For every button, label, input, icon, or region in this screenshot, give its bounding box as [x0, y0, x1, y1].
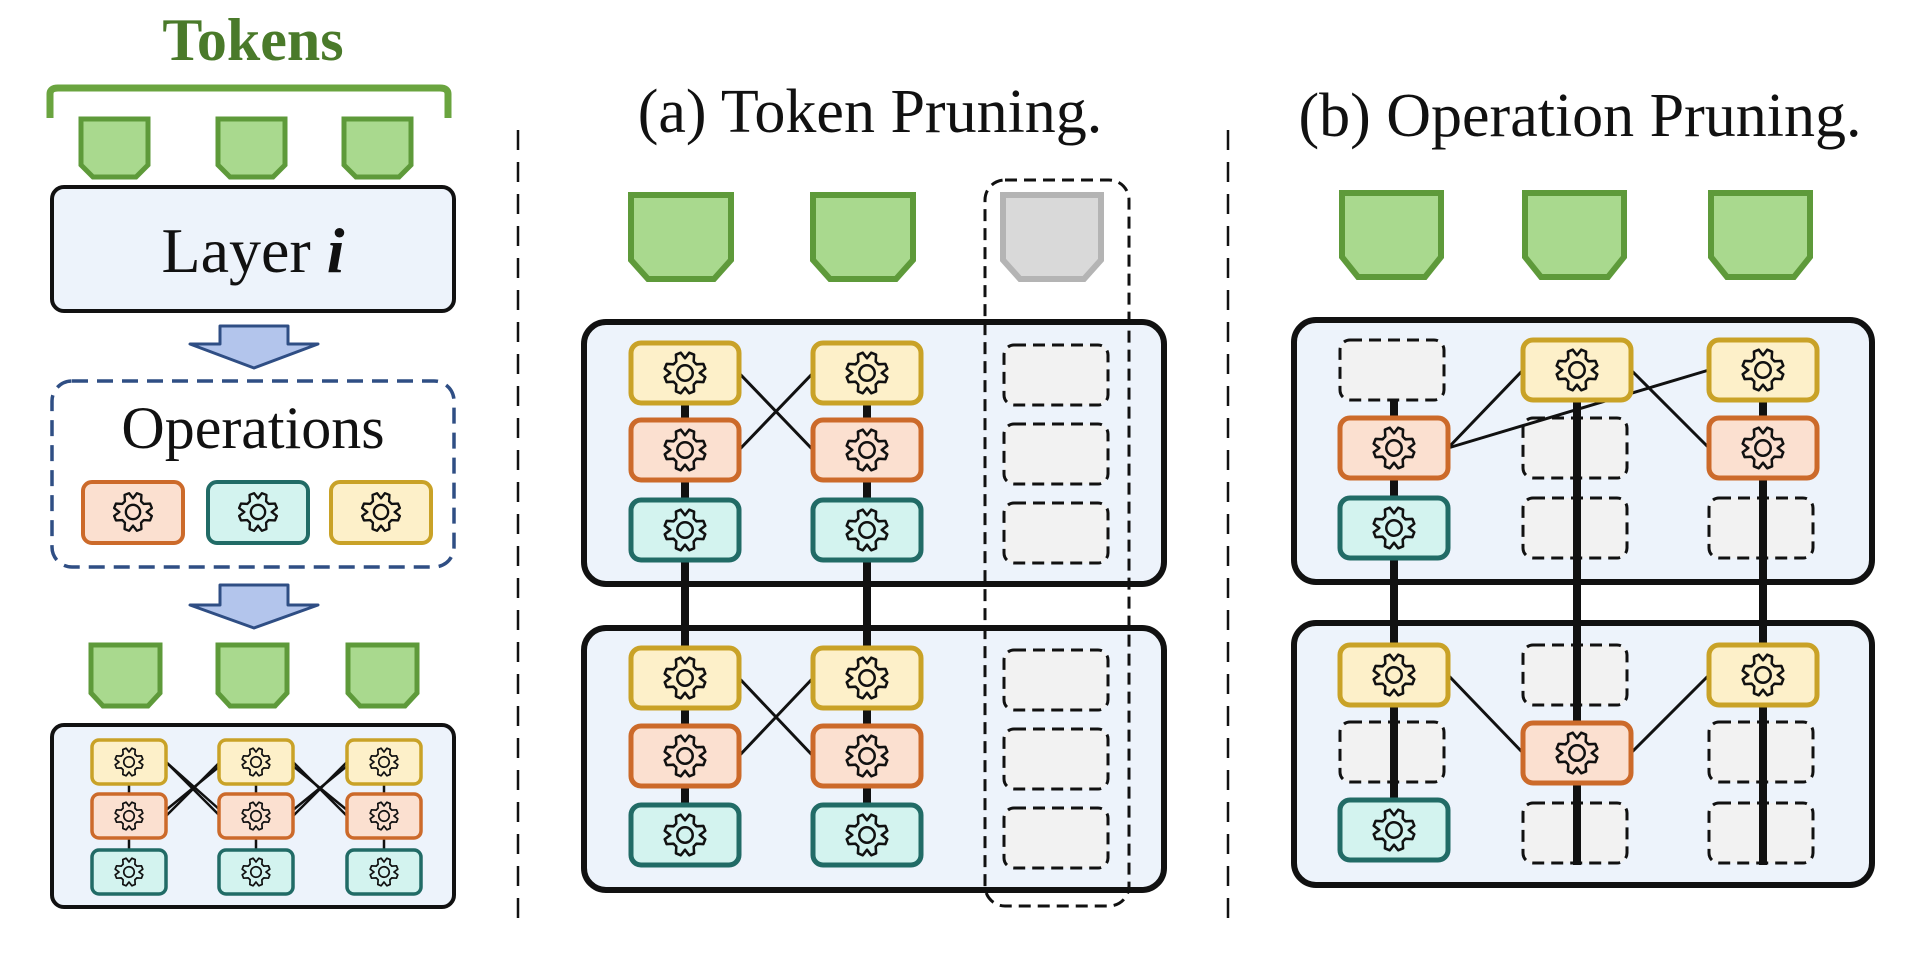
operation-yellow: [1337, 642, 1451, 708]
token: [1339, 190, 1444, 280]
operation-orange: [1520, 720, 1634, 786]
operation-orange: [1337, 415, 1451, 481]
tokens-label: Tokens: [162, 7, 343, 73]
operation-orange: [217, 792, 295, 840]
operation-yellow: [810, 340, 924, 406]
layer-box: [50, 185, 456, 313]
down-arrow-icon: [188, 583, 320, 630]
operation-pruning-panel: (b) Operation Pruning.: [1291, 82, 1875, 888]
operation-teal: [1337, 495, 1451, 561]
operation-yellow: [90, 738, 168, 786]
operation-yellow: [1706, 337, 1820, 403]
operation-yellow: [1706, 642, 1820, 708]
operation-yellow: [810, 645, 924, 711]
operation-teal: [90, 848, 168, 896]
operation-teal: [345, 848, 423, 896]
input-token: [78, 116, 151, 180]
operation-teal: [628, 497, 742, 563]
pruned-operation-slots: [1002, 343, 1110, 870]
operation-orange: [628, 723, 742, 789]
operation-yellow: [345, 738, 423, 786]
panel-a-title: (a) Token Pruning.: [638, 78, 1103, 146]
token: [810, 192, 916, 282]
panel-b-title: (b) Operation Pruning.: [1298, 82, 1861, 150]
operation-yellow: [628, 645, 742, 711]
operation-teal: [206, 480, 310, 545]
overview-output-tokens: [88, 642, 420, 709]
layer-label-text: Layer: [162, 215, 311, 286]
token: [215, 642, 290, 709]
token: [1522, 190, 1627, 280]
operation-teal: [1337, 797, 1451, 863]
panel-b-operations: [1337, 337, 1820, 863]
pruned-token: [1000, 192, 1104, 282]
token: [628, 192, 734, 282]
operation-yellow: [217, 738, 295, 786]
overview-operations: [90, 738, 423, 896]
input-token: [341, 116, 414, 180]
input-token: [215, 116, 288, 180]
operations-label: Operations: [121, 395, 384, 461]
operation-orange: [1706, 415, 1820, 481]
token-pruning-panel: (a) Token Pruning.: [581, 78, 1167, 908]
operation-orange: [810, 417, 924, 483]
overview-input-tokens: [78, 116, 414, 180]
panel-a-operations: [628, 340, 924, 868]
operation-orange: [345, 792, 423, 840]
operations-legend: [81, 480, 433, 545]
operation-teal: [810, 802, 924, 868]
operation-orange: [810, 723, 924, 789]
token: [1708, 190, 1813, 280]
operation-teal: [628, 802, 742, 868]
pruned-token-region: [983, 178, 1131, 908]
token: [88, 642, 163, 709]
operation-yellow: [329, 480, 433, 545]
operation-yellow: [628, 340, 742, 406]
tokens-brace: [46, 84, 452, 118]
operation-orange: [81, 480, 185, 545]
operation-orange: [628, 417, 742, 483]
down-arrow-icon: [188, 324, 320, 370]
operation-teal: [217, 848, 295, 896]
token: [345, 642, 420, 709]
operation-orange: [90, 792, 168, 840]
operation-teal: [810, 497, 924, 563]
operation-yellow: [1520, 337, 1634, 403]
layer-index: i: [327, 215, 345, 286]
